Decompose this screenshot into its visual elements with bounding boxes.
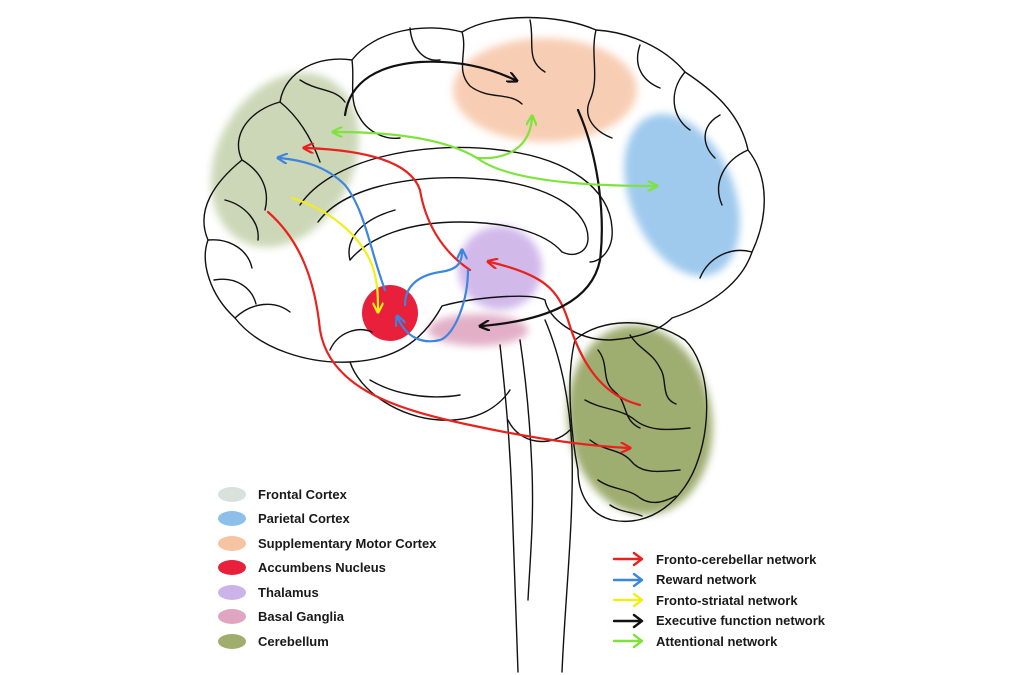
legend-label: Reward network bbox=[656, 572, 757, 588]
brain-outline bbox=[203, 16, 765, 673]
sulcus bbox=[636, 44, 661, 89]
reward-arrow bbox=[403, 252, 462, 307]
thalamus-area bbox=[458, 226, 542, 310]
arrow-icon bbox=[612, 552, 644, 567]
network-legend-item: Fronto-cerebellar network bbox=[612, 549, 825, 570]
sulcus bbox=[299, 79, 346, 103]
legend-swatch bbox=[218, 535, 246, 551]
arrow-icon bbox=[612, 593, 644, 608]
fronto-cerebellar-arrow bbox=[490, 262, 642, 407]
region-areas bbox=[211, 38, 740, 515]
fronto-cerebellar-arrow bbox=[266, 210, 628, 448]
sulcus bbox=[529, 19, 546, 73]
legend-label: Thalamus bbox=[258, 584, 319, 600]
legend-swatch bbox=[218, 584, 246, 600]
supplementary-motor-cortex-area bbox=[453, 38, 637, 142]
sulcus bbox=[673, 71, 691, 131]
legend-label: Fronto-striatal network bbox=[656, 592, 798, 608]
legend-label: Executive function network bbox=[656, 613, 826, 629]
legend-label: Cerebellum bbox=[258, 633, 329, 649]
sulcus bbox=[279, 101, 321, 163]
fornix bbox=[348, 209, 396, 261]
network-legend-item: Reward network bbox=[612, 570, 825, 591]
cerebellum-folia bbox=[629, 334, 677, 405]
legend-label: Parietal Cortex bbox=[258, 511, 350, 527]
legend-label: Basal Ganglia bbox=[258, 609, 344, 625]
legend-swatch bbox=[218, 486, 246, 502]
arrow-icon bbox=[612, 613, 644, 628]
network-legend-item: Fronto-striatal network bbox=[612, 590, 825, 611]
attentional-arrow bbox=[476, 118, 532, 160]
sulcus bbox=[329, 329, 373, 351]
legend-swatch bbox=[218, 560, 246, 576]
parietal-cortex-area bbox=[624, 113, 740, 277]
region-legend-item: Basal Ganglia bbox=[218, 605, 436, 630]
sulcus bbox=[207, 239, 253, 269]
brain-outer-contour bbox=[203, 16, 765, 363]
cerebellum-folia bbox=[584, 399, 691, 431]
network-arrows bbox=[266, 60, 655, 448]
cerebellum-folia bbox=[597, 349, 641, 429]
sulcus bbox=[704, 114, 721, 159]
legend-label: Frontal Cortex bbox=[258, 486, 347, 502]
network-legend-item: Attentional network bbox=[612, 631, 825, 652]
sulcus bbox=[213, 278, 257, 305]
sulcus bbox=[461, 31, 523, 105]
arrow-icon bbox=[612, 634, 644, 649]
accumbens-nucleus-area bbox=[362, 285, 418, 341]
network-legend-item: Executive function network bbox=[612, 611, 825, 632]
legend-label: Supplementary Motor Cortex bbox=[258, 535, 437, 551]
corpus-callosum bbox=[317, 177, 589, 261]
sulcus bbox=[699, 249, 753, 279]
arrow-icon bbox=[612, 572, 644, 587]
pons bbox=[507, 419, 571, 443]
region-legend-item: Frontal Cortex bbox=[218, 482, 436, 507]
reward-arrow bbox=[398, 268, 470, 343]
sulcus bbox=[241, 159, 268, 211]
region-legend-item: Accumbens Nucleus bbox=[218, 556, 436, 581]
sulcus bbox=[409, 27, 441, 61]
region-legend-item: Supplementary Motor Cortex bbox=[218, 531, 436, 556]
sulcus bbox=[717, 149, 749, 206]
cerebellum-folia bbox=[609, 504, 643, 517]
sulcus bbox=[224, 199, 259, 241]
region-legend-item: Cerebellum bbox=[218, 629, 436, 654]
fronto-striatal-arrow bbox=[290, 196, 378, 310]
legend-label: Accumbens Nucleus bbox=[258, 560, 386, 576]
cerebellum-folia bbox=[597, 479, 677, 504]
region-legend-item: Thalamus bbox=[218, 580, 436, 605]
basal-ganglia-area bbox=[428, 314, 528, 346]
region-legend-item: Parietal Cortex bbox=[218, 507, 436, 532]
attentional-arrow bbox=[335, 132, 655, 186]
legend-swatch bbox=[218, 511, 246, 527]
cerebellum-area bbox=[567, 325, 713, 515]
sulcus bbox=[234, 303, 291, 319]
executive-function-arrow bbox=[343, 60, 515, 117]
temporal-sulcus bbox=[369, 379, 461, 398]
brainstem-inner bbox=[519, 339, 534, 601]
brainstem-front bbox=[499, 344, 519, 673]
legend-swatch bbox=[218, 609, 246, 625]
legend-label: Fronto-cerebellar network bbox=[656, 551, 817, 567]
cerebellum-outline bbox=[569, 322, 708, 522]
temporal-lobe bbox=[349, 361, 511, 421]
legend-label: Attentional network bbox=[656, 633, 778, 649]
brainstem-back bbox=[544, 319, 573, 673]
legend-swatch bbox=[218, 633, 246, 649]
